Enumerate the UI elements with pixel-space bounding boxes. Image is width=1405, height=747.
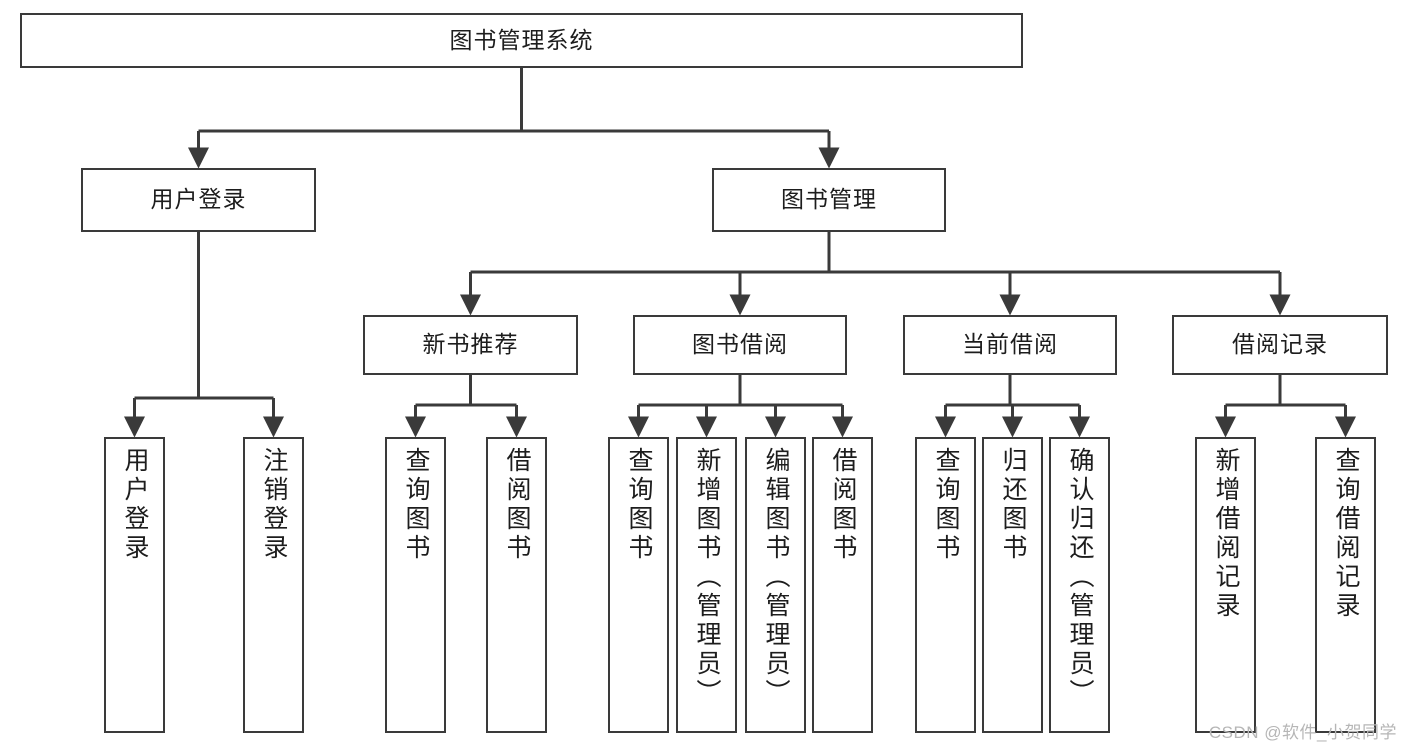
node-leaf-user-login[interactable]: 用户登录 [104, 437, 165, 733]
node-leaf-edit-book-label: 编辑图书（管理员） [762, 447, 790, 708]
node-leaf-add-book-label: 新增图书（管理员） [693, 447, 721, 708]
node-current-borrow-label: 当前借阅 [962, 331, 1058, 358]
node-root[interactable]: 图书管理系统 [20, 13, 1023, 68]
node-leaf-confirm-return[interactable]: 确认归还（管理员） [1049, 437, 1110, 733]
node-book-borrow-label: 图书借阅 [692, 331, 788, 358]
node-borrow-record-label: 借阅记录 [1232, 331, 1328, 358]
node-leaf-query-book-1-label: 查询图书 [402, 447, 430, 563]
node-leaf-return-book[interactable]: 归还图书 [982, 437, 1043, 733]
node-current-borrow[interactable]: 当前借阅 [903, 315, 1117, 375]
node-leaf-borrow-book-1-label: 借阅图书 [503, 447, 531, 563]
node-new-book-recommend[interactable]: 新书推荐 [363, 315, 578, 375]
node-leaf-query-borrow-record-label: 查询借阅记录 [1332, 447, 1360, 621]
node-leaf-logout[interactable]: 注销登录 [243, 437, 304, 733]
node-leaf-query-book-1[interactable]: 查询图书 [385, 437, 446, 733]
node-root-label: 图书管理系统 [449, 26, 594, 53]
node-leaf-borrow-book-2[interactable]: 借阅图书 [812, 437, 873, 733]
node-leaf-add-borrow-record[interactable]: 新增借阅记录 [1195, 437, 1256, 733]
node-user-login[interactable]: 用户登录 [81, 168, 316, 232]
node-leaf-confirm-return-label: 确认归还（管理员） [1066, 447, 1094, 708]
node-leaf-borrow-book-1[interactable]: 借阅图书 [486, 437, 547, 733]
node-leaf-query-book-3-label: 查询图书 [932, 447, 960, 563]
node-leaf-add-book[interactable]: 新增图书（管理员） [676, 437, 737, 733]
node-leaf-query-borrow-record[interactable]: 查询借阅记录 [1315, 437, 1376, 733]
node-user-login-label: 用户登录 [150, 186, 247, 213]
node-book-manage-label: 图书管理 [781, 186, 877, 213]
node-borrow-record[interactable]: 借阅记录 [1172, 315, 1388, 375]
node-leaf-logout-label: 注销登录 [260, 447, 288, 563]
node-leaf-borrow-book-2-label: 借阅图书 [829, 447, 857, 563]
node-leaf-return-book-label: 归还图书 [999, 447, 1027, 563]
node-book-borrow[interactable]: 图书借阅 [633, 315, 847, 375]
node-book-manage[interactable]: 图书管理 [712, 168, 946, 232]
csdn-watermark: CSDN @软件_小贺同学 [1208, 723, 1397, 742]
node-leaf-edit-book[interactable]: 编辑图书（管理员） [745, 437, 806, 733]
node-leaf-query-book-2-label: 查询图书 [625, 447, 653, 563]
node-leaf-add-borrow-record-label: 新增借阅记录 [1212, 447, 1240, 621]
node-new-book-recommend-label: 新书推荐 [422, 331, 519, 358]
node-leaf-query-book-3[interactable]: 查询图书 [915, 437, 976, 733]
node-leaf-user-login-label: 用户登录 [121, 447, 149, 563]
node-leaf-query-book-2[interactable]: 查询图书 [608, 437, 669, 733]
